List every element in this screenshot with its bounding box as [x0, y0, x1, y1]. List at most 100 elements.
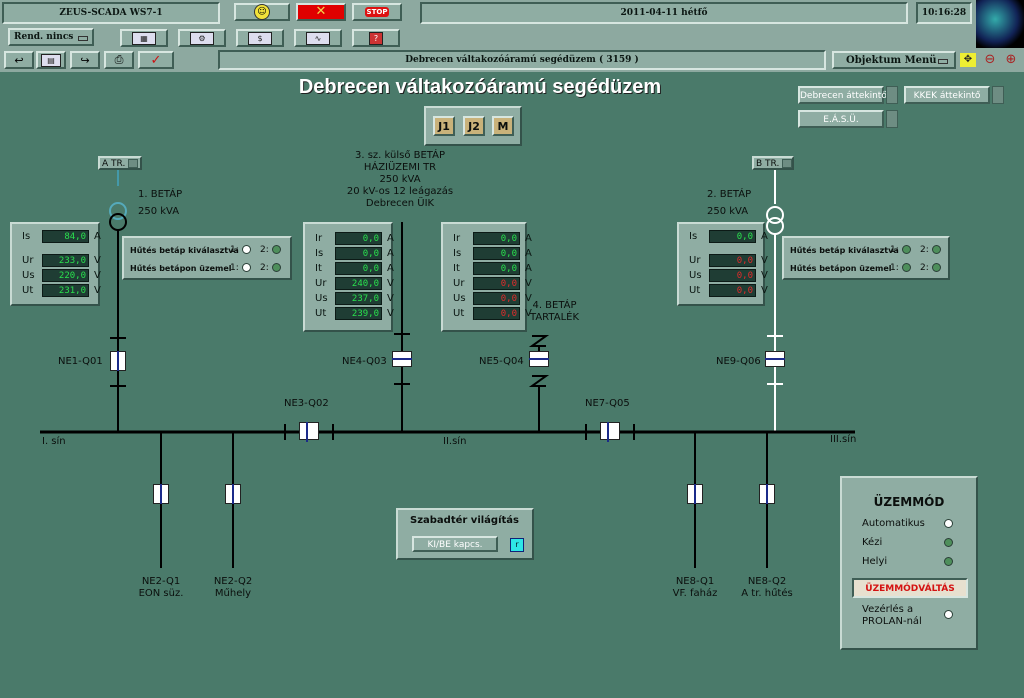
switch-ne9-q06[interactable] — [765, 351, 785, 367]
help-button[interactable]: ? — [352, 29, 400, 47]
meas-name: Ur — [22, 255, 34, 266]
on-off-button[interactable]: KI/BE kapcs. — [412, 536, 498, 552]
zoom-in-icon[interactable]: ⊕ — [1005, 52, 1017, 67]
tools-button[interactable]: ⚙ — [178, 29, 226, 47]
smiley-button[interactable]: ☺ — [234, 3, 290, 21]
object-menu-dropdown[interactable]: Objektum Menü — [832, 51, 956, 69]
forward-button[interactable]: ↪ — [70, 51, 100, 69]
opt2-lamp — [271, 263, 281, 272]
prolan-line-2: PROLAN-nál — [862, 616, 922, 627]
m-button[interactable]: M — [492, 116, 514, 136]
back-icon: ↩ — [14, 53, 24, 67]
mode-title: ÜZEMMÓD — [873, 495, 945, 509]
switch-ne2-q1[interactable] — [153, 484, 169, 504]
meas-unit: A — [387, 233, 394, 244]
zoom-out-icon[interactable]: ⊖ — [984, 52, 996, 67]
meas-value: 0,0 — [709, 284, 756, 297]
center-line-3: 250 kVA — [379, 174, 421, 185]
switch-ne7-q05[interactable] — [600, 422, 620, 442]
a-tr-box[interactable]: A TR. — [98, 156, 142, 170]
rend-dropdown[interactable]: Rend. nincs — [8, 28, 94, 46]
lighting-indicator: r — [510, 538, 524, 552]
opt1-text: 1: — [890, 245, 899, 255]
opt2-text: 2: — [920, 245, 929, 255]
bus-3-label: III.sín — [830, 434, 857, 445]
meas-unit: A — [761, 231, 768, 242]
main-title: Debrecen váltakozóáramú segédüzem — [298, 76, 662, 98]
switch-ne3-q02[interactable] — [299, 422, 319, 442]
cool-opt2: 2: — [260, 244, 281, 256]
trend-icon: ∿ — [306, 31, 330, 45]
switch-ne5-q04[interactable] — [529, 351, 549, 367]
switch-ne4-q03[interactable] — [392, 351, 412, 367]
cool-opt1: 1: — [890, 244, 911, 256]
printer-icon: ⎙ — [114, 53, 124, 66]
chart-button[interactable]: ▤ — [36, 51, 66, 69]
meas-value: 240,0 — [335, 277, 382, 290]
easu-button[interactable]: E.Á.S.Ü. — [798, 110, 884, 128]
opt2-lamp[interactable] — [931, 245, 941, 254]
fit-icon[interactable]: ✥ — [960, 53, 976, 67]
j1-button[interactable]: J1 — [433, 116, 455, 136]
mode-local-lamp — [944, 557, 953, 566]
b-tr-indicator — [782, 159, 792, 168]
trend-button[interactable]: ∿ — [294, 29, 342, 47]
ne2-q1-desc: EON süz. — [138, 588, 184, 599]
meas-value: 0,0 — [335, 232, 382, 245]
opt1-lamp[interactable] — [241, 245, 251, 254]
j2-button[interactable]: J2 — [463, 116, 485, 136]
b-tr-box[interactable]: B TR. — [752, 156, 794, 170]
stop-icon: STOP — [364, 7, 390, 17]
back-button[interactable]: ↩ — [4, 51, 34, 69]
meas-value: 0,0 — [335, 247, 382, 260]
mode-change-button[interactable]: ÜZEMMÓDVÁLTÁS — [852, 578, 968, 598]
meas-name: Ur — [315, 278, 327, 289]
meas-unit: V — [387, 293, 394, 304]
center-line-5: Debrecen ÜIK — [365, 198, 435, 209]
meas-value: 231,0 — [42, 284, 89, 297]
switch-ne1-q01[interactable] — [110, 351, 126, 371]
debrecen-overview-button[interactable]: Debrecen áttekintő — [798, 86, 887, 104]
mode-manual-label: Kézi — [862, 537, 883, 548]
ne2-q2-name: NE2-Q2 — [213, 576, 253, 587]
ne9-label: NE9-Q06 — [716, 356, 761, 367]
cool-opt1: 1: — [230, 244, 251, 256]
opt2-lamp[interactable] — [271, 245, 281, 254]
ne4-label: NE4-Q03 — [342, 356, 387, 367]
globe-icon[interactable] — [976, 0, 1024, 48]
stop-button[interactable]: STOP — [352, 3, 402, 21]
meas-name: Ut — [453, 308, 465, 319]
report-button[interactable]: $ — [236, 29, 284, 47]
ne8-q1-desc: VF. faház — [672, 588, 718, 599]
toolbar-row-2: Rend. nincs ▦ ⚙ $ ∿ ? — [0, 26, 976, 48]
cool-opt2b: 2: — [260, 262, 281, 274]
mode-panel: ÜZEMMÓD Automatikus Kézi Helyi ÜZEMMÓDVÁ… — [840, 476, 978, 650]
report-icon: $ — [248, 31, 272, 45]
switch-ne8-q2[interactable] — [759, 484, 775, 504]
ne5-label: NE5-Q04 — [479, 356, 524, 367]
switch-ne8-q1[interactable] — [687, 484, 703, 504]
check-button[interactable]: ✓ — [138, 51, 174, 69]
opt1-lamp[interactable] — [901, 245, 911, 254]
reserve-feed-label: 4. BETÁP TARTALÉK — [530, 300, 579, 324]
screen-button[interactable]: ▦ — [120, 29, 168, 47]
meas-name: Us — [453, 293, 466, 304]
help-icon: ? — [369, 31, 383, 45]
easu-label: E.Á.S.Ü. — [823, 115, 859, 125]
page-title: Debrecen váltakozóáramú segédüzem ( 3159… — [405, 55, 639, 65]
meas-name: It — [315, 263, 322, 274]
print-button[interactable]: ⎙ — [104, 51, 134, 69]
meas-value: 0,0 — [335, 262, 382, 275]
meas-unit: V — [387, 308, 394, 319]
cool-selected-label: Hűtés betáp kiválasztva — [790, 246, 899, 255]
switch-ne2-q2[interactable] — [225, 484, 241, 504]
meas-unit: A — [387, 263, 394, 274]
meas-value: 0,0 — [473, 262, 520, 275]
meas-name: Ut — [315, 308, 327, 319]
meas-value: 233,0 — [42, 254, 89, 267]
alarm-button[interactable]: ✕ — [296, 3, 346, 21]
kkek-overview-button[interactable]: KKEK áttekintő — [904, 86, 990, 104]
left-feed-label: 1. BETÁP 250 kVA — [138, 186, 182, 220]
